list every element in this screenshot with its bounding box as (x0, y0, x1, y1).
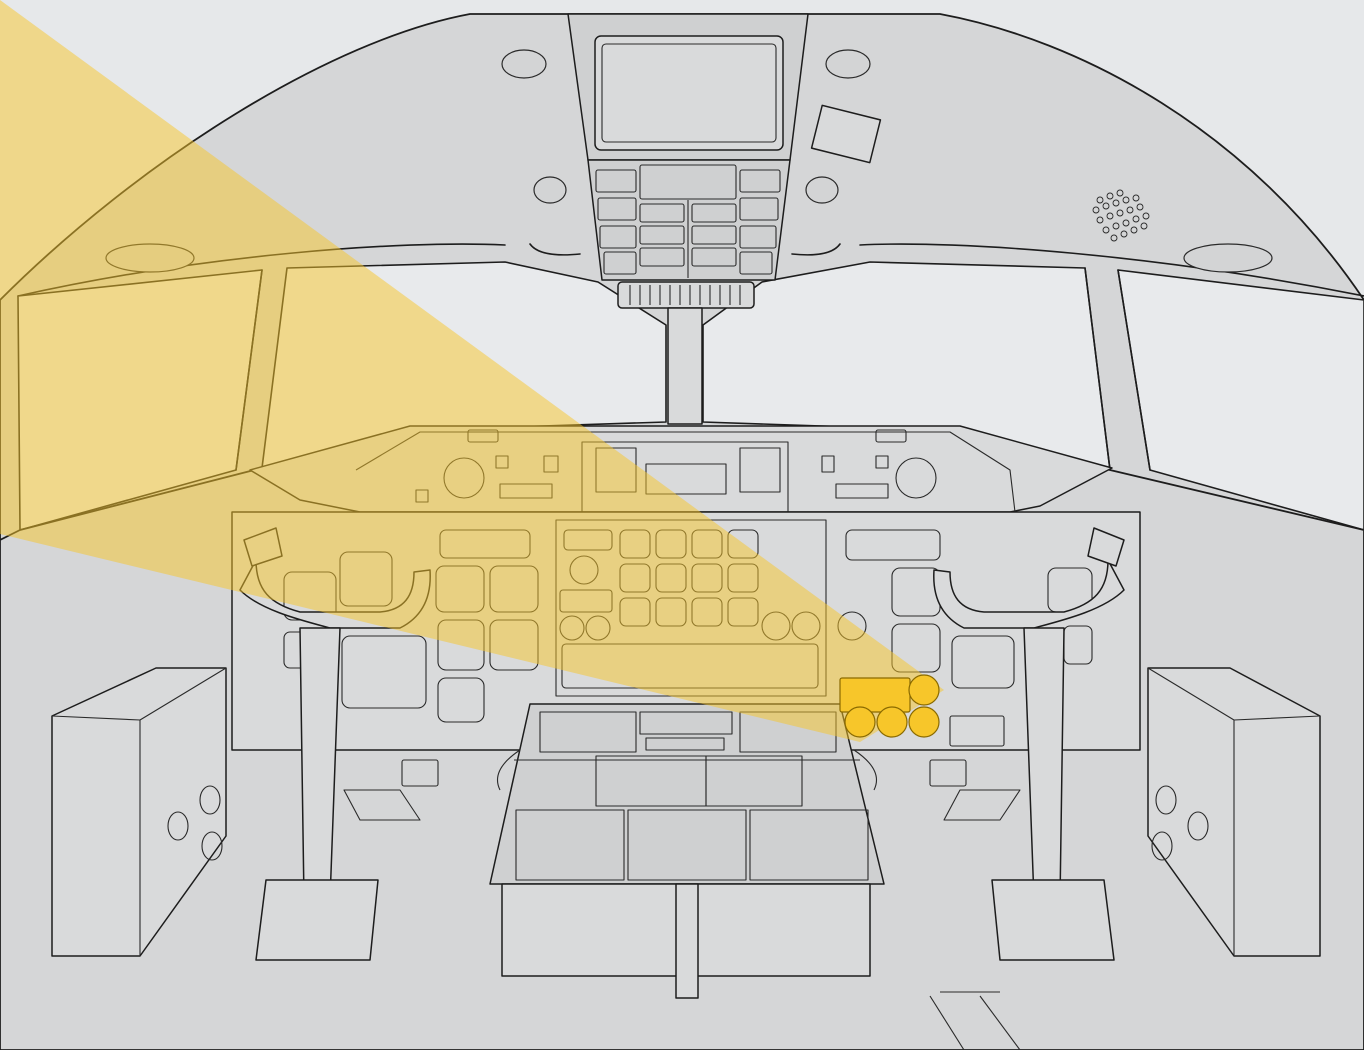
highlighted-gauge-3 (876, 706, 908, 738)
overhead-knob-strip (617, 281, 755, 309)
view-cone-overlay (0, 0, 944, 742)
center-windshield-post (667, 307, 703, 425)
highlighted-engine-instruments (839, 674, 940, 738)
first-officer-rudder-pedals (929, 759, 967, 787)
overhead-light-left (501, 49, 547, 79)
captain-rudder-pedals (401, 759, 439, 787)
highlighted-gauge-2 (844, 706, 876, 738)
first-officer-yoke (933, 527, 1125, 961)
left-side-console (51, 667, 227, 957)
highlighted-gauge-1 (908, 674, 940, 706)
dome-light-right (1183, 243, 1273, 273)
overhead-placard (810, 104, 882, 164)
highlighted-display (839, 677, 911, 713)
highlighted-gauge-4 (908, 706, 940, 738)
overhead-display-frame (594, 35, 784, 151)
speaker-grille (1092, 189, 1150, 242)
overhead-light-right (825, 49, 871, 79)
